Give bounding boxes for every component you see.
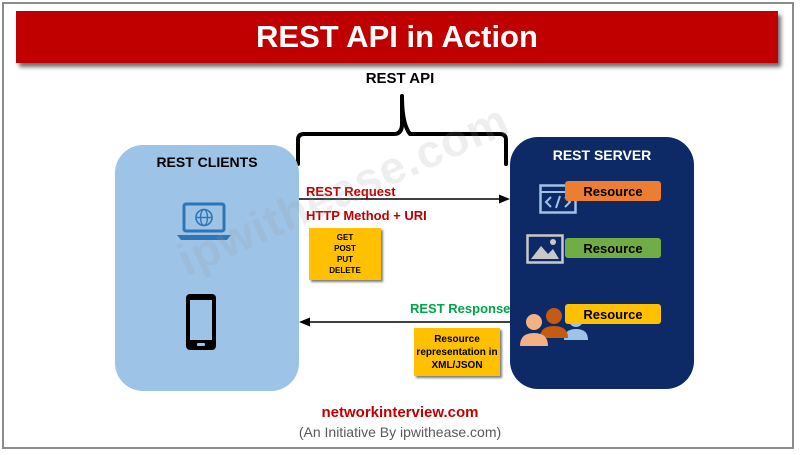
method-put: PUT: [337, 255, 353, 264]
rest-response-label: REST Response: [410, 301, 511, 316]
resource-representation-note: Resource representation in XML/JSON: [414, 328, 500, 376]
resource-badge-image: Resource: [565, 238, 661, 258]
method-delete: DELETE: [329, 266, 361, 275]
api-brace-icon: [296, 94, 508, 166]
rest-api-label: REST API: [365, 70, 435, 87]
http-method-uri-label: HTTP Method + URI: [306, 208, 427, 223]
page-title: REST API in Action: [16, 11, 778, 63]
request-arrow: [299, 194, 510, 204]
people-icon: [520, 308, 588, 346]
footer-site: networkinterview.com: [321, 404, 479, 421]
rest-request-label: REST Request: [306, 184, 396, 199]
image-icon: [526, 234, 564, 264]
rest-clients-title: REST CLIENTS: [156, 154, 258, 170]
response-arrow: [299, 317, 510, 327]
smartphone-icon: [186, 294, 216, 350]
footer-subtitle: (An Initiative By ipwithease.com): [298, 424, 502, 440]
resource-badge-people: Resource: [565, 304, 661, 324]
method-post: POST: [334, 244, 356, 253]
resource-badge-code: Resource: [565, 181, 661, 201]
method-get: GET: [336, 233, 354, 242]
http-methods-note: GET POST PUT DELETE: [309, 228, 381, 280]
rest-server-title: REST SERVER: [552, 147, 652, 163]
laptop-globe-icon: [177, 202, 231, 240]
